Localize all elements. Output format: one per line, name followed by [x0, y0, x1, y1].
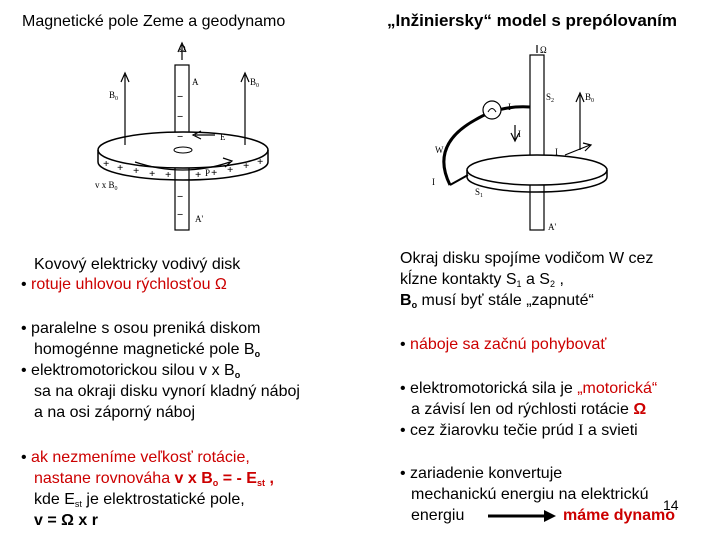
right-p3-line1: • elektromotorická sila je „motorická“: [400, 380, 658, 397]
left-title: Magnetické pole Zeme a geodynamo: [22, 13, 286, 30]
left-p3-line4: v = Ω x r: [34, 512, 98, 529]
right-p1-line3: Bo musí byť stále „zapnuté“: [400, 292, 594, 310]
svg-text:+: +: [195, 169, 201, 181]
svg-text:−: −: [177, 209, 183, 221]
svg-text:−: −: [177, 191, 183, 203]
svg-text:+: +: [257, 156, 263, 168]
left-p1-line1: Kovový elektricky vodivý disk: [34, 256, 241, 273]
svg-text:+: +: [243, 160, 249, 172]
svg-text:+: +: [149, 168, 155, 180]
svg-text:+: +: [117, 162, 123, 174]
left-aprime-label: A': [195, 214, 203, 224]
left-p3-line3: kde Est je elektrostatické pole,: [34, 491, 245, 509]
right-p3-line3: • cez žiarovku tečie prúd I a svieti: [400, 422, 638, 439]
page-number: 14: [663, 497, 679, 513]
right-i4-label: I: [432, 177, 435, 187]
left-p3-line1: • ak nezmeníme veľkosť rotácie,: [21, 449, 250, 466]
left-p2-line1: • paralelne s osou preniká diskom: [21, 320, 261, 337]
left-a-label: A: [192, 77, 199, 87]
right-title: „Inžiniersky“ model s prepólovaním: [387, 11, 678, 30]
result-arrow-icon: [488, 510, 556, 522]
left-p2-line5: a na osi záporný náboj: [34, 404, 195, 421]
right-p4-line3: energiu: [411, 507, 465, 524]
right-p2: • náboje sa začnú pohybovať: [400, 336, 607, 353]
svg-text:+: +: [211, 167, 217, 179]
svg-text:+: +: [165, 169, 171, 181]
right-p4-line2: mechanickú energiu na elektrickú: [411, 486, 649, 503]
right-i2-label: I: [518, 129, 521, 139]
right-omega-label: Ω: [540, 45, 547, 55]
svg-text:+: +: [103, 158, 109, 170]
left-b0-label-left: B0: [109, 90, 118, 102]
right-s2-label: S2: [546, 92, 554, 104]
left-p2-line2: homogénne magnetické pole Bo: [34, 341, 261, 359]
left-disk-diagram: +++ +++ ++++ −−−−− Ω A B0 B0 E P v x B0 …: [95, 41, 269, 231]
right-p3-line2: a závisí len od rýchlosti rotácie Ω: [411, 401, 647, 418]
right-p4-result: máme dynamo: [563, 507, 676, 524]
left-b0-label-right: B0: [250, 77, 259, 89]
right-w-label: W: [435, 145, 444, 155]
left-e-label: E: [220, 132, 226, 142]
left-p3-line2: nastane rovnováha v x Bo = - Est ,: [34, 470, 274, 488]
left-vxb-label: v x B0: [95, 180, 118, 192]
right-b0-label: B0: [585, 92, 594, 104]
right-i3-label: I: [555, 147, 558, 157]
right-i1-label: I: [508, 102, 511, 112]
svg-text:−: −: [177, 91, 183, 103]
right-s1-label: S1: [475, 187, 483, 199]
svg-text:+: +: [133, 165, 139, 177]
left-p2-line3: • elektromotorickou silou v x Bo: [21, 362, 241, 380]
right-dynamo-diagram: Ω B0 I I I I S2 W S1 A': [432, 45, 608, 232]
svg-text:−: −: [177, 131, 183, 143]
svg-text:+: +: [227, 164, 233, 176]
left-p2-line4: sa na okraji disku vynorí kladný náboj: [34, 383, 300, 400]
right-p4-line1: • zariadenie konvertuje: [400, 465, 563, 482]
right-p1-line2: kĺzne kontakty S1 a S2 ,: [400, 271, 564, 289]
left-p1-line2: • rotuje uhlovou rýchlosťou Ω: [21, 276, 227, 293]
right-p1-line1: Okraj disku spojíme vodičom W cez: [400, 250, 654, 267]
svg-text:−: −: [177, 111, 183, 123]
left-omega-label: Ω: [179, 44, 186, 54]
right-aprime-label: A': [548, 222, 556, 232]
left-p-label: P: [205, 168, 210, 178]
